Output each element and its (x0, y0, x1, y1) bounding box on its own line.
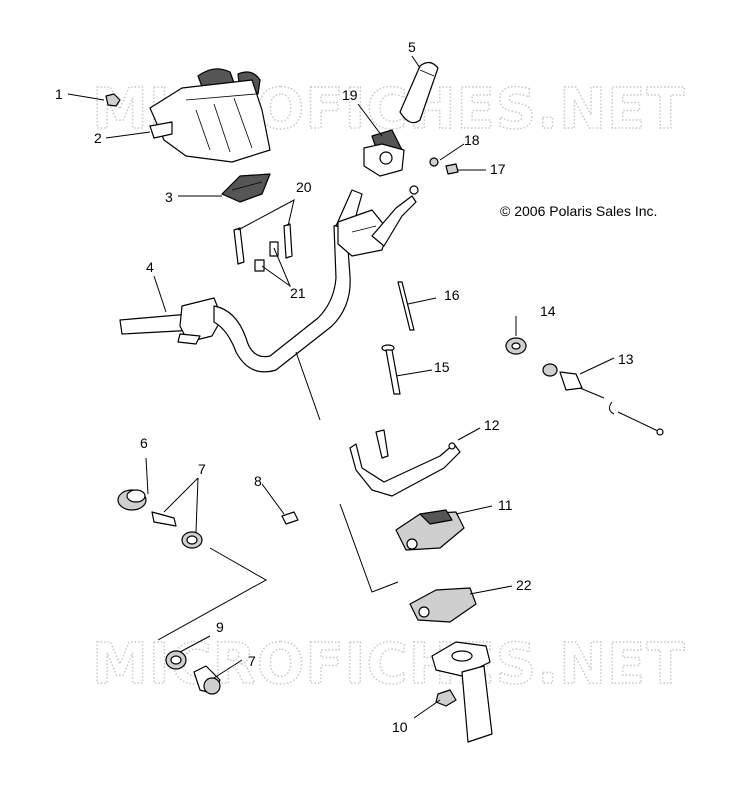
part-10-nut (435, 689, 457, 707)
callout-10: 10 (392, 719, 408, 735)
watermark-bottom: MICROFICHES.NET (92, 632, 686, 697)
part-1-screw (105, 93, 121, 107)
part-18-fastener (429, 157, 439, 167)
part-11-clamp (395, 509, 465, 551)
callout-4: 4 (146, 259, 154, 275)
part-7-tab (151, 511, 203, 549)
callout-9: 9 (216, 619, 224, 635)
part-8-screw (281, 511, 299, 525)
part-21-bolts (254, 241, 279, 272)
callout-5: 5 (408, 39, 416, 55)
callout-12: 12 (484, 417, 500, 433)
callout-18: 18 (464, 132, 480, 148)
leader-lines (67, 55, 615, 719)
callout-2: 2 (94, 130, 102, 146)
callout-21: 21 (290, 285, 306, 301)
part-3-pad (221, 173, 271, 203)
callout-19: 19 (342, 87, 358, 103)
callout-13: 13 (618, 351, 634, 367)
callout-1: 1 (55, 86, 63, 102)
callout-labels: 1 2 3 4 5 6 7 8 9 7 10 11 12 13 14 15 16… (55, 39, 634, 735)
callout-17: 17 (490, 161, 506, 177)
callout-6: 6 (140, 435, 148, 451)
callout-8: 8 (254, 473, 262, 489)
callout-14: 14 (540, 303, 556, 319)
part-2-handlebar-pod (149, 68, 271, 163)
part-9-washer (165, 650, 187, 670)
part-13-cable (542, 363, 664, 436)
callout-15: 15 (434, 359, 450, 375)
callout-16: 16 (444, 287, 460, 303)
part-6-cap (117, 489, 147, 511)
callout-22: 22 (516, 577, 532, 593)
part-4-handlebar (119, 185, 419, 373)
callout-11: 11 (498, 497, 513, 513)
steering-post (431, 641, 493, 743)
callout-7-upper: 7 (198, 461, 206, 477)
part-15-bolt (381, 344, 401, 395)
callout-20: 20 (296, 179, 312, 195)
part-20-brackets (233, 223, 293, 265)
part-5-grip (399, 61, 439, 124)
part-16-rod (397, 281, 415, 331)
callout-3: 3 (165, 189, 173, 205)
part-7-knob (193, 665, 221, 695)
part-22-clamp (409, 587, 477, 623)
callout-7-lower: 7 (248, 653, 256, 669)
part-14-nut (505, 337, 527, 355)
part-12-bracket (349, 429, 461, 497)
part-17-fastener (445, 163, 459, 175)
copyright-text: © 2006 Polaris Sales Inc. (500, 203, 657, 219)
part-19-throttle (363, 129, 405, 177)
